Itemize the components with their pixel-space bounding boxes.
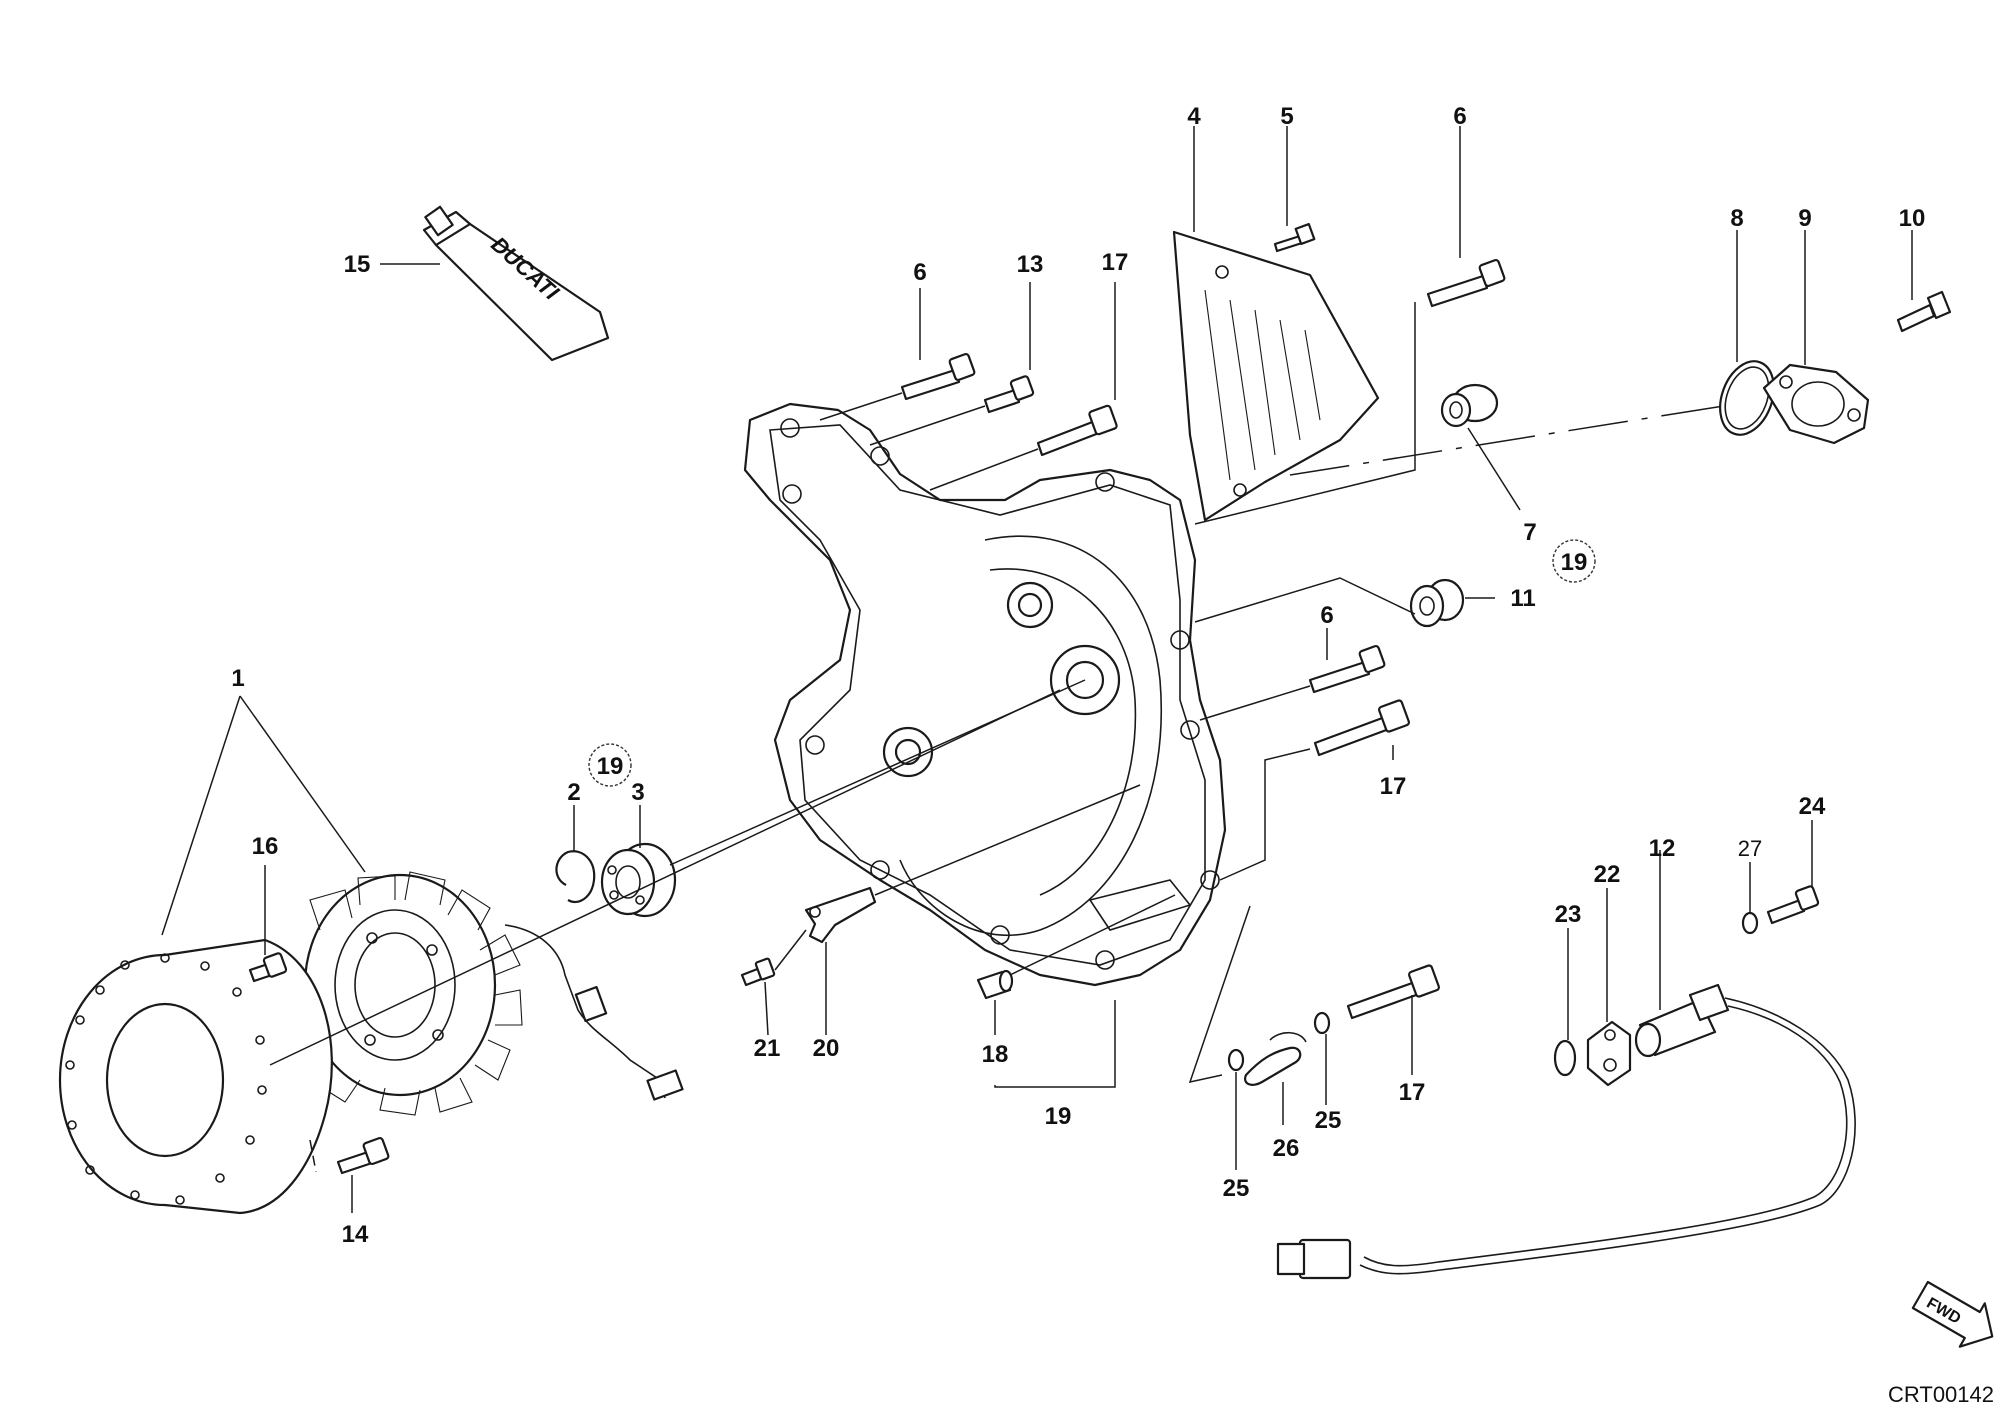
callout-19-bottom: 19	[1045, 1103, 1072, 1130]
callout-7: 7	[1523, 519, 1536, 546]
callout-17-bottom: 17	[1399, 1079, 1426, 1106]
bushing-part-7[interactable]	[1440, 383, 1499, 428]
screw-part-10[interactable]	[1896, 290, 1952, 333]
generator-cover[interactable]	[743, 402, 1227, 987]
drawing-code: CRT00142	[1888, 1382, 1994, 1407]
flange-part-9[interactable]	[1762, 363, 1870, 445]
callout-6-top: 6	[1453, 103, 1466, 130]
grease-tube-part-15[interactable]: DUCATI	[422, 205, 610, 362]
stator-part-1[interactable]	[294, 871, 684, 1116]
bearing-part-3[interactable]	[600, 842, 677, 918]
callout-25-left: 25	[1223, 1175, 1250, 1202]
callout-15: 15	[344, 251, 371, 278]
bolt-part-6-right[interactable]	[1308, 644, 1386, 694]
washer-part-25-left[interactable]	[1227, 1048, 1245, 1072]
callout-3: 3	[631, 779, 644, 806]
callout-9: 9	[1798, 205, 1811, 232]
callout-26: 26	[1273, 1135, 1300, 1162]
bolt-part-17-top[interactable]	[1036, 404, 1118, 457]
callout-12: 12	[1649, 835, 1676, 862]
callout-19-circled-left: 19	[597, 753, 624, 780]
bolt-part-17-bottom[interactable]	[1346, 964, 1440, 1020]
callout-19-circled-right: 19	[1561, 549, 1588, 576]
callout-27: 27	[1738, 836, 1762, 861]
callout-11: 11	[1510, 585, 1535, 612]
callout-17-top: 17	[1102, 249, 1129, 276]
washer-part-25-right[interactable]	[1313, 1011, 1331, 1035]
screw-part-5[interactable]	[1273, 222, 1316, 253]
circlip-part-2[interactable]	[555, 850, 596, 904]
guard-plate-part-4[interactable]	[1172, 230, 1380, 522]
callout-20: 20	[813, 1035, 840, 1062]
screw-part-14[interactable]	[336, 1136, 390, 1175]
screw-part-21[interactable]	[740, 957, 776, 987]
callout-17-right: 17	[1380, 773, 1407, 800]
callout-8: 8	[1730, 205, 1743, 232]
dowel-pin-part-18[interactable]	[976, 969, 1014, 1000]
callout-5: 5	[1280, 103, 1293, 130]
callout-16: 16	[252, 833, 279, 860]
sensor-part-12[interactable]	[1276, 983, 1856, 1280]
rotor-part-1[interactable]	[58, 938, 333, 1215]
callout-18: 18	[982, 1041, 1009, 1068]
o-ring-part-8[interactable]	[1711, 354, 1784, 443]
bolt-part-17-right[interactable]	[1313, 699, 1410, 757]
callout-23: 23	[1555, 901, 1582, 928]
screw-part-24[interactable]	[1766, 885, 1820, 925]
callout-10: 10	[1899, 205, 1926, 232]
spacer-part-11[interactable]	[1409, 578, 1465, 628]
clip-part-26[interactable]	[1244, 1031, 1307, 1086]
callout-1: 1	[231, 665, 244, 692]
washer-part-27[interactable]	[1741, 911, 1759, 935]
callout-2: 2	[567, 779, 580, 806]
callout-21: 21	[754, 1035, 781, 1062]
o-ring-part-23[interactable]	[1553, 1039, 1577, 1077]
fwd-arrow-icon: FWD	[1911, 1280, 1994, 1348]
callout-24: 24	[1799, 793, 1826, 820]
screw-part-16[interactable]	[248, 952, 288, 983]
gasket-part-22[interactable]	[1586, 1020, 1632, 1087]
callout-4: 4	[1187, 103, 1201, 130]
callout-labels: 1 2 3 4 5 6 6 6 7 8 9 10 11 12 13 14 15 …	[231, 103, 1925, 1248]
callout-25-right: 25	[1315, 1107, 1342, 1134]
callout-13: 13	[1017, 251, 1044, 278]
callout-22: 22	[1594, 861, 1621, 888]
callout-14: 14	[342, 1221, 369, 1248]
callout-6-left: 6	[913, 259, 926, 286]
clamp-part-20[interactable]	[804, 886, 877, 944]
callout-6-right: 6	[1320, 602, 1333, 629]
bolt-part-6-left[interactable]	[900, 352, 976, 401]
bolt-part-6-top[interactable]	[1426, 258, 1506, 308]
bolt-part-13[interactable]	[983, 375, 1035, 414]
